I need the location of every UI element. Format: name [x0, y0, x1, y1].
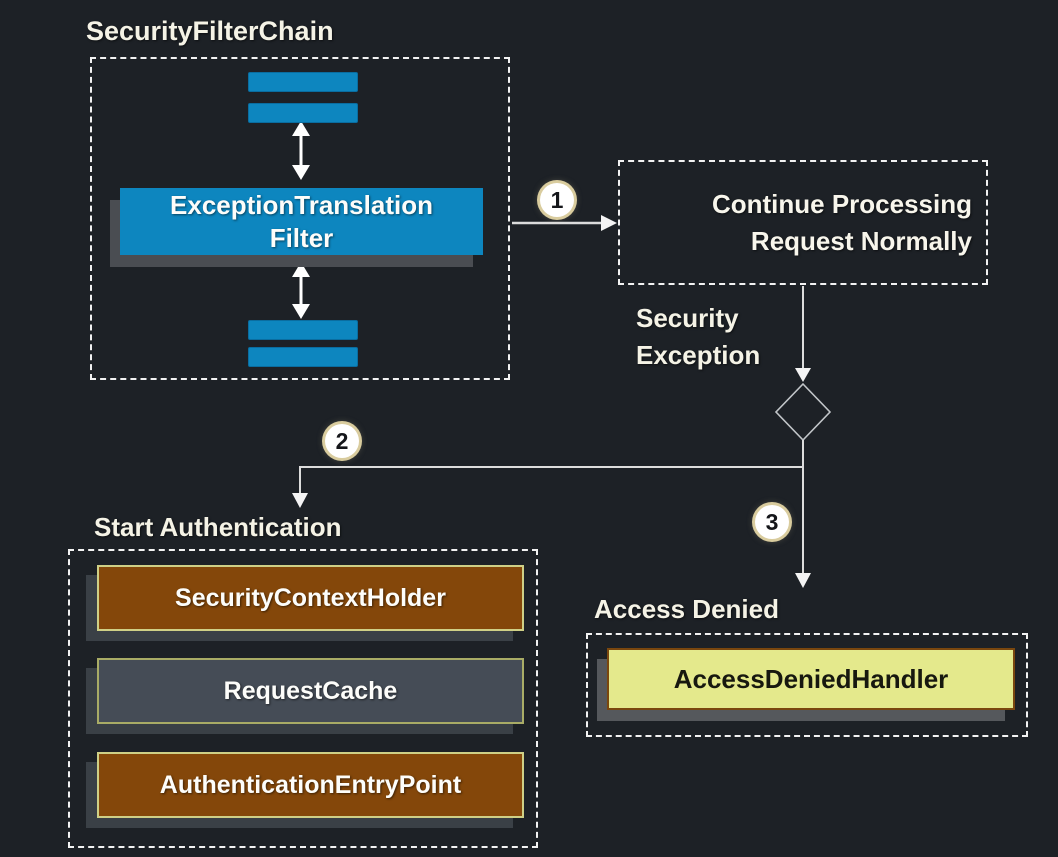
security-filter-chain-title: SecurityFilterChain — [86, 16, 334, 46]
start-authentication-box — [68, 549, 538, 848]
security-exception-label: Security Exception — [636, 300, 760, 374]
security-exception-line2: Exception — [636, 340, 761, 370]
start-authentication-title: Start Authentication — [94, 512, 342, 542]
access-denied-title: Access Denied — [594, 594, 779, 624]
flow-arrow-step3 — [795, 440, 811, 588]
filter-placeholder-bar-1 — [248, 72, 358, 92]
authentication-entry-point-box: AuthenticationEntryPoint — [97, 752, 524, 818]
exception-translation-filter-box: ExceptionTranslation Filter — [120, 188, 483, 255]
filter-placeholder-bar-2 — [248, 103, 358, 123]
continue-processing-box: Continue Processing Request Normally — [618, 160, 988, 285]
filter-placeholder-bar-3 — [248, 320, 358, 340]
security-context-holder-label: SecurityContextHolder — [175, 583, 446, 612]
security-exception-line1: Security — [636, 303, 739, 333]
access-denied-handler-box: AccessDeniedHandler — [607, 648, 1015, 710]
filter-placeholder-bar-4 — [248, 347, 358, 367]
exception-translation-filter-line1: ExceptionTranslation — [170, 189, 433, 220]
security-filter-chain-box — [90, 57, 510, 380]
continue-processing-line2: Request Normally — [750, 225, 972, 256]
request-cache-label: RequestCache — [223, 676, 398, 705]
filter-top-double-arrow-icon — [292, 121, 310, 180]
access-denied-box — [586, 633, 1028, 737]
decision-diamond — [774, 382, 832, 442]
flow-arrow-step1 — [512, 215, 617, 231]
access-denied-handler-label: AccessDeniedHandler — [673, 663, 949, 694]
authentication-entry-point-label: AuthenticationEntryPoint — [159, 770, 462, 799]
step-marker-1: 1 — [540, 183, 574, 217]
security-context-holder-box: SecurityContextHolder — [97, 565, 524, 631]
continue-processing-line1: Continue Processing — [711, 188, 972, 219]
filter-bottom-double-arrow-icon — [292, 262, 310, 319]
flow-arrow-step2 — [292, 466, 803, 508]
request-cache-box: RequestCache — [97, 658, 524, 724]
step-marker-2: 2 — [325, 424, 359, 458]
security-exception-arrow — [795, 286, 811, 382]
step-marker-3: 3 — [755, 505, 789, 539]
exception-translation-filter-line2: Filter — [269, 222, 334, 253]
